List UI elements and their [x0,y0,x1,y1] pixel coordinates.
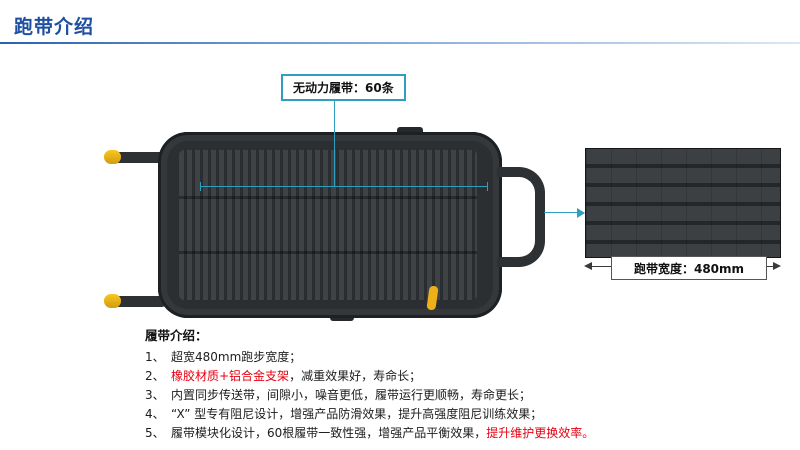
dimension-arrow-right-icon [773,262,781,270]
detail-arrow-icon [577,208,585,218]
treadmill-belt [179,150,477,300]
item-text: 超宽480mm跑步宽度； [171,350,302,364]
belt-detail-image [585,148,781,258]
item-number: 1、 [145,350,165,364]
item-number: 5、 [145,426,165,440]
callout-leader-tick-right [487,182,488,191]
item-text: 履带模块化设计，60根履带一致性强，增强产品平衡效果，提升维护更换效率。 [171,424,594,443]
left-handle-bottom [109,296,167,307]
intro-item-1: 1、 超宽480mm跑步宽度； [145,348,775,367]
belt-count-label: 无动力履带：60条 [293,81,394,95]
detail-leader-line [544,212,578,213]
handle-cap-yellow-bottom [104,294,121,308]
belt-intro-section: 履带介绍： 1、 超宽480mm跑步宽度； 2、 橡胶材质+铝合金支架，减重效果… [145,325,775,443]
item-number: 3、 [145,388,165,402]
intro-heading: 履带介绍： [145,328,208,343]
item-text: “X” 型专有阻尼设计，增强产品防滑效果，提升高强度阻尼训练效果； [171,407,543,421]
left-handle-top [109,152,167,163]
callout-leader-tick-left [200,182,201,191]
belt-width-text: 跑带宽度：480mm [633,261,745,276]
dimension-arrow-left-icon [584,262,592,270]
item-text-highlight: 橡胶材质+铝合金支架 [171,369,290,383]
intro-item-5: 5、 履带模块化设计，60根履带一致性强，增强产品平衡效果，提升维护更换效率。 [145,424,775,443]
title-divider [0,42,800,44]
belt-cross-rail [179,251,477,254]
callout-leader-line-vertical [334,97,335,186]
page-title: 跑带介绍 [14,16,95,38]
item-number: 4、 [145,407,165,421]
belt-cross-rail [179,196,477,199]
item-text: 橡胶材质+铝合金支架，减重效果好，寿命长； [171,367,421,386]
item-text: 内置同步传送带，间隙小，噪音更低，履带运行更顺畅，寿命更长； [171,388,532,402]
item-text-rest: ，减重效果好，寿命长； [289,369,422,383]
callout-leader-line-horizontal [200,186,488,187]
item-number: 2、 [145,369,165,383]
intro-item-3: 3、 内置同步传送带，间隙小，噪音更低，履带运行更顺畅，寿命更长； [145,386,775,405]
right-handrail [497,167,545,267]
intro-item-2: 2、 橡胶材质+铝合金支架，减重效果好，寿命长； [145,367,775,386]
intro-item-4: 4、 “X” 型专有阻尼设计，增强产品防滑效果，提升高强度阻尼训练效果； [145,405,775,424]
item-text-rest: 履带模块化设计，60根履带一致性强，增强产品平衡效果， [171,426,487,440]
handle-cap-yellow-top [104,150,121,164]
belt-width-label: 跑带宽度：480mm [611,256,767,280]
item-text-highlight: 提升维护更换效率。 [486,426,595,440]
belt-count-callout: 无动力履带：60条 [281,74,406,101]
